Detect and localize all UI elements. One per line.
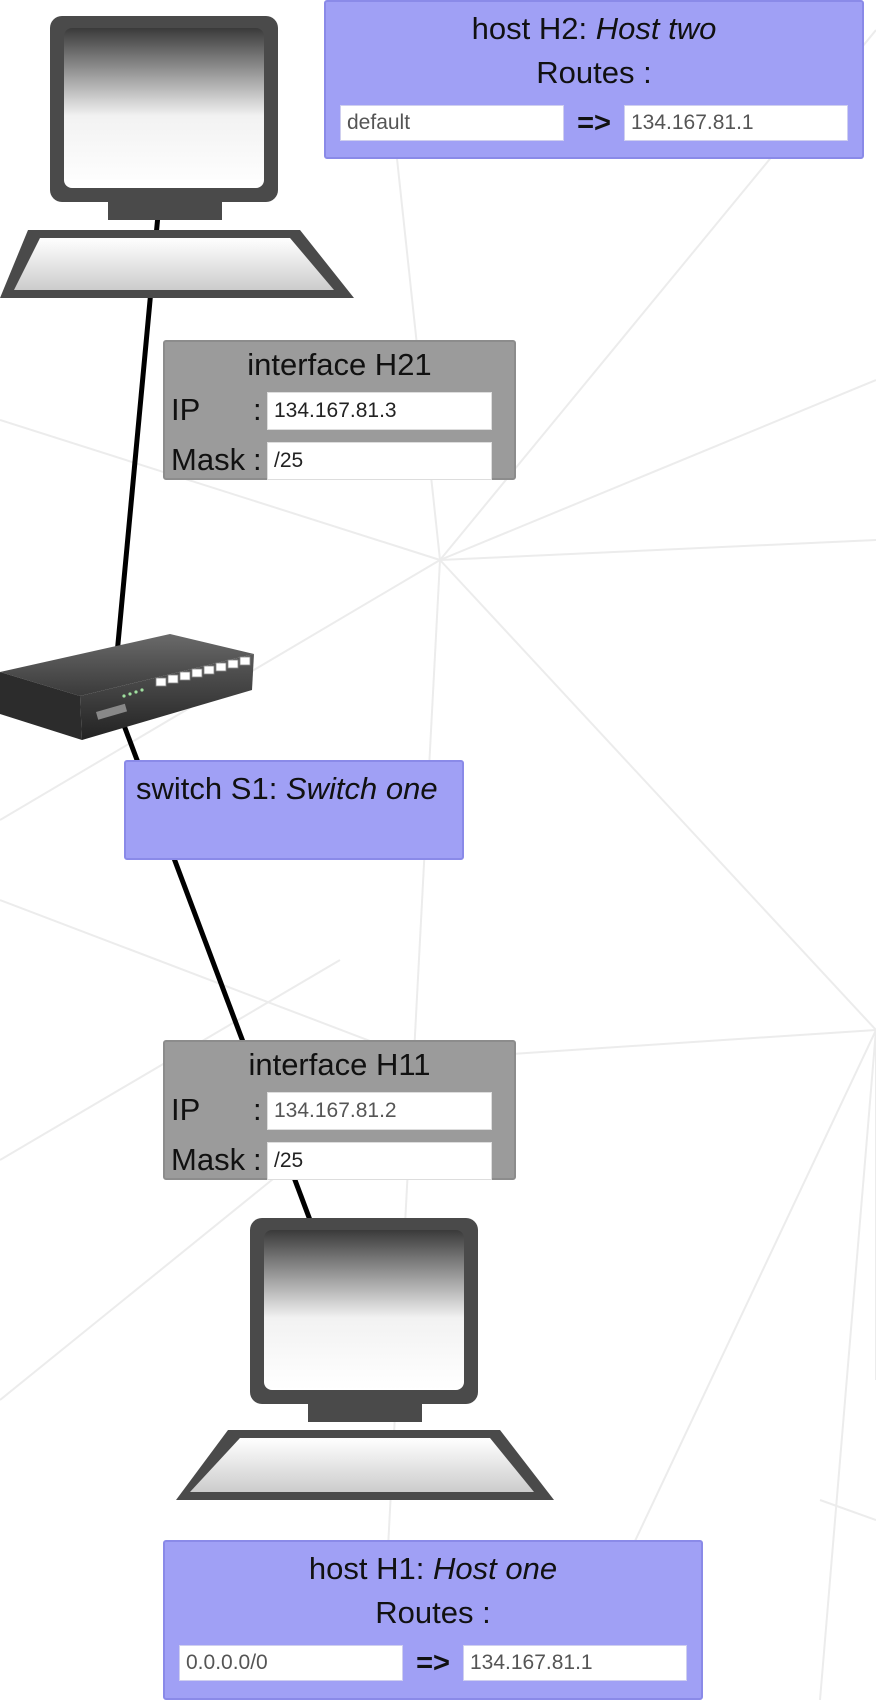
host-id: H2	[538, 11, 579, 46]
host-title: host H1: Host one	[308, 1551, 558, 1586]
ip-input[interactable]: 134.167.81.2	[267, 1092, 492, 1130]
interface-panel-h21[interactable]: interface H21 IP : 134.167.81.3 Mask : /…	[163, 340, 516, 480]
host-kind-label: host	[471, 11, 531, 46]
interface-title: interface H11	[248, 1047, 431, 1082]
ip-colon: :	[253, 392, 262, 427]
computer-icon	[176, 1218, 554, 1500]
route-arrow: =>	[416, 1646, 450, 1679]
host-kind-label: host	[308, 1551, 368, 1586]
routes-label: Routes :	[375, 1595, 491, 1630]
host-panel-h2[interactable]: host H2: Host two Routes : default => 13…	[324, 0, 864, 159]
interface-title: interface H21	[247, 347, 432, 382]
host-name: Host one	[433, 1551, 558, 1586]
host-name: Host two	[595, 11, 717, 46]
routes-label: Routes :	[536, 55, 652, 90]
route-row: default => 134.167.81.1	[340, 104, 848, 142]
mask-colon: :	[253, 442, 262, 477]
mask-input[interactable]: /25	[267, 442, 492, 480]
route-destination-input[interactable]: 0.0.0.0/0	[179, 1645, 403, 1681]
switch-panel-s1[interactable]: switch S1: Switch one	[124, 760, 464, 860]
mask-label: Mask	[171, 442, 246, 477]
ip-input[interactable]: 134.167.81.3	[267, 392, 492, 430]
switch-id: S1	[230, 771, 269, 806]
computer-icon	[0, 16, 354, 298]
switch-title: switch S1: Switch one	[136, 771, 438, 806]
route-arrow: =>	[577, 106, 611, 139]
switch-kind-label: switch	[136, 771, 223, 806]
mask-colon: :	[253, 1142, 262, 1177]
route-gateway-input[interactable]: 134.167.81.1	[463, 1645, 687, 1681]
ip-colon: :	[253, 1092, 262, 1127]
switch-icon	[0, 634, 254, 740]
host-title: host H2: Host two	[471, 11, 717, 46]
interface-panel-h11[interactable]: interface H11 IP : 134.167.81.2 Mask : /…	[163, 1040, 516, 1180]
ip-label: IP	[171, 1092, 201, 1127]
route-gateway-input[interactable]: 134.167.81.1	[624, 105, 848, 141]
route-destination-input[interactable]: default	[340, 105, 564, 141]
host-panel-h1[interactable]: host H1: Host one Routes : 0.0.0.0/0 => …	[163, 1540, 703, 1700]
switch-name: Switch one	[285, 771, 438, 806]
host-id: H1	[376, 1551, 416, 1586]
route-row: 0.0.0.0/0 => 134.167.81.1	[179, 1644, 687, 1682]
ip-label: IP	[171, 392, 201, 427]
mask-input[interactable]: /25	[267, 1142, 492, 1180]
mask-label: Mask	[171, 1142, 246, 1177]
